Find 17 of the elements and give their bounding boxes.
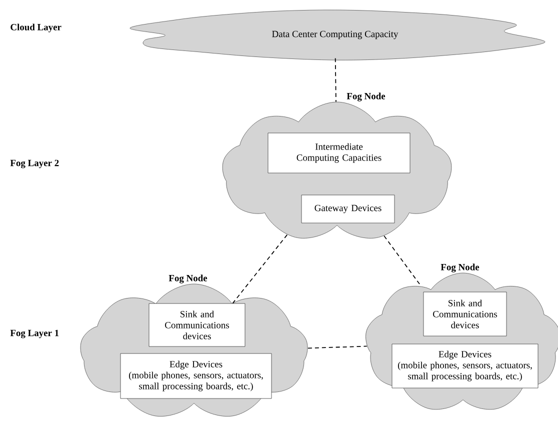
dashed-connector [384, 235, 422, 286]
text-box: Sink and Communications devices [423, 292, 507, 336]
node-caption: Fog Node [440, 264, 480, 272]
node-caption: Fog Node [346, 92, 386, 102]
dashed-connector [334, 58, 336, 102]
text-box: Edge Devices (mobile phones, sensors, actuators, small processing boards, etc.) [392, 344, 538, 388]
layer-label: Fog Layer 1 [10, 330, 59, 338]
dashed-connector [232, 234, 288, 304]
node-caption: Fog Node [168, 274, 208, 284]
layer-label: Fog Layer 2 [10, 160, 59, 168]
cloud: Data Center Computing Capacity [130, 10, 546, 60]
text-box: Edge Devices (mobile phones, sensors, actuators, small processing boards, etc.) [120, 353, 272, 399]
dashed-connector [308, 346, 368, 349]
text-box: Intermediate Computing Capacities [268, 132, 410, 174]
text-box: Gateway Devices [301, 194, 395, 224]
layer-label: Cloud Layer [10, 24, 62, 32]
text-box: Sink and Communications devices [148, 303, 246, 347]
